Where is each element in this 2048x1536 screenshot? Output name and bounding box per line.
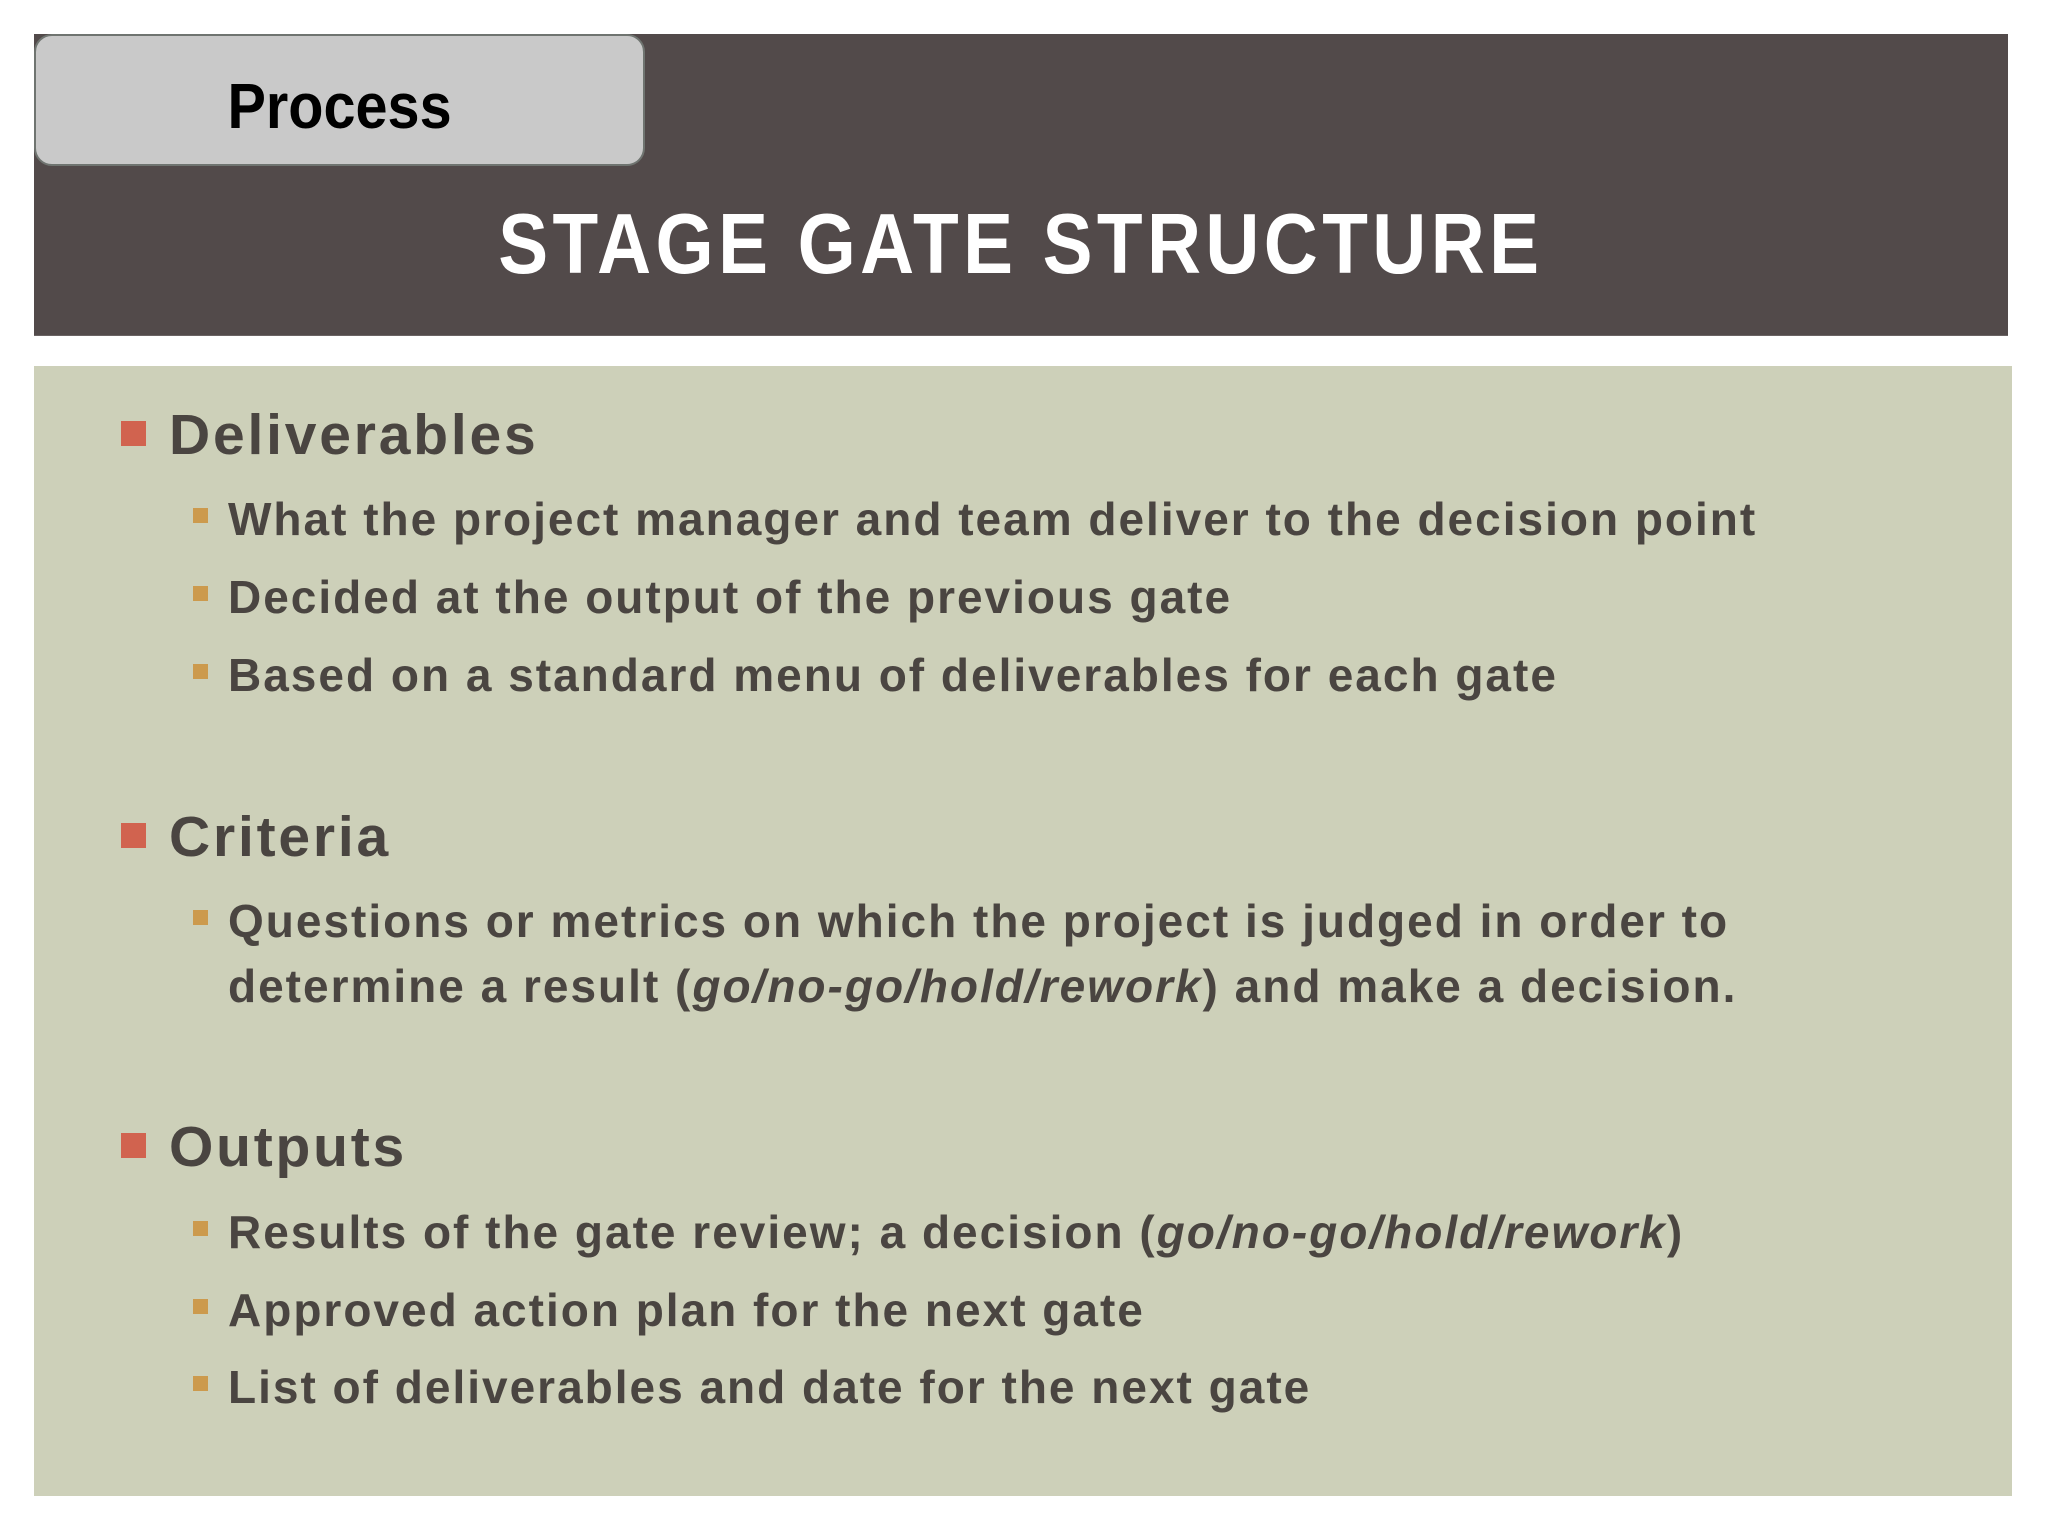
square-bullet-icon [193,586,208,601]
list-item: Decided at the output of the previous ga… [228,571,1233,623]
square-bullet-icon [193,1376,208,1391]
slide-title-text: STAGE GATE STRUCTURE [498,197,1544,292]
square-bullet-icon [193,1221,208,1236]
text-segment: ) [1666,1206,1685,1258]
section-tab-label: Process [36,74,643,138]
list-item: List of deliverables and date for the ne… [228,1361,1312,1413]
list-item-line-2: determine a result (go/no-go/hold/rework… [228,963,1737,1009]
list-item: Approved action plan for the next gate [228,1284,1145,1336]
list-item: What the project manager and team delive… [228,493,1758,545]
square-bullet-icon [193,910,208,925]
slide-title: STAGE GATE STRUCTURE [34,202,2008,287]
section-tab-text: Process [227,70,452,142]
italic-decision-options: go/no-go/hold/rework [692,960,1203,1012]
list-item: Results of the gate review; a decision (… [228,1209,1684,1255]
section-heading-outputs: Outputs [169,1115,408,1179]
square-bullet-icon [121,823,146,848]
list-item: Based on a standard menu of deliverables… [228,649,1558,701]
square-bullet-icon [193,664,208,679]
square-bullet-icon [193,1299,208,1314]
section-heading-deliverables: Deliverables [169,403,539,467]
square-bullet-icon [193,508,208,523]
text-segment: Results of the gate review; a decision ( [228,1206,1157,1258]
square-bullet-icon [121,1133,146,1158]
square-bullet-icon [121,421,146,446]
italic-decision-options: go/no-go/hold/rework [1156,1206,1667,1258]
section-heading-criteria: Criteria [169,805,391,869]
content-panel [34,366,2012,1496]
list-item-line-1: Questions or metrics on which the projec… [228,895,1730,947]
text-segment: determine a result ( [228,960,693,1012]
section-tab-process: Process [34,34,645,166]
text-segment: ) and make a decision. [1202,960,1738,1012]
